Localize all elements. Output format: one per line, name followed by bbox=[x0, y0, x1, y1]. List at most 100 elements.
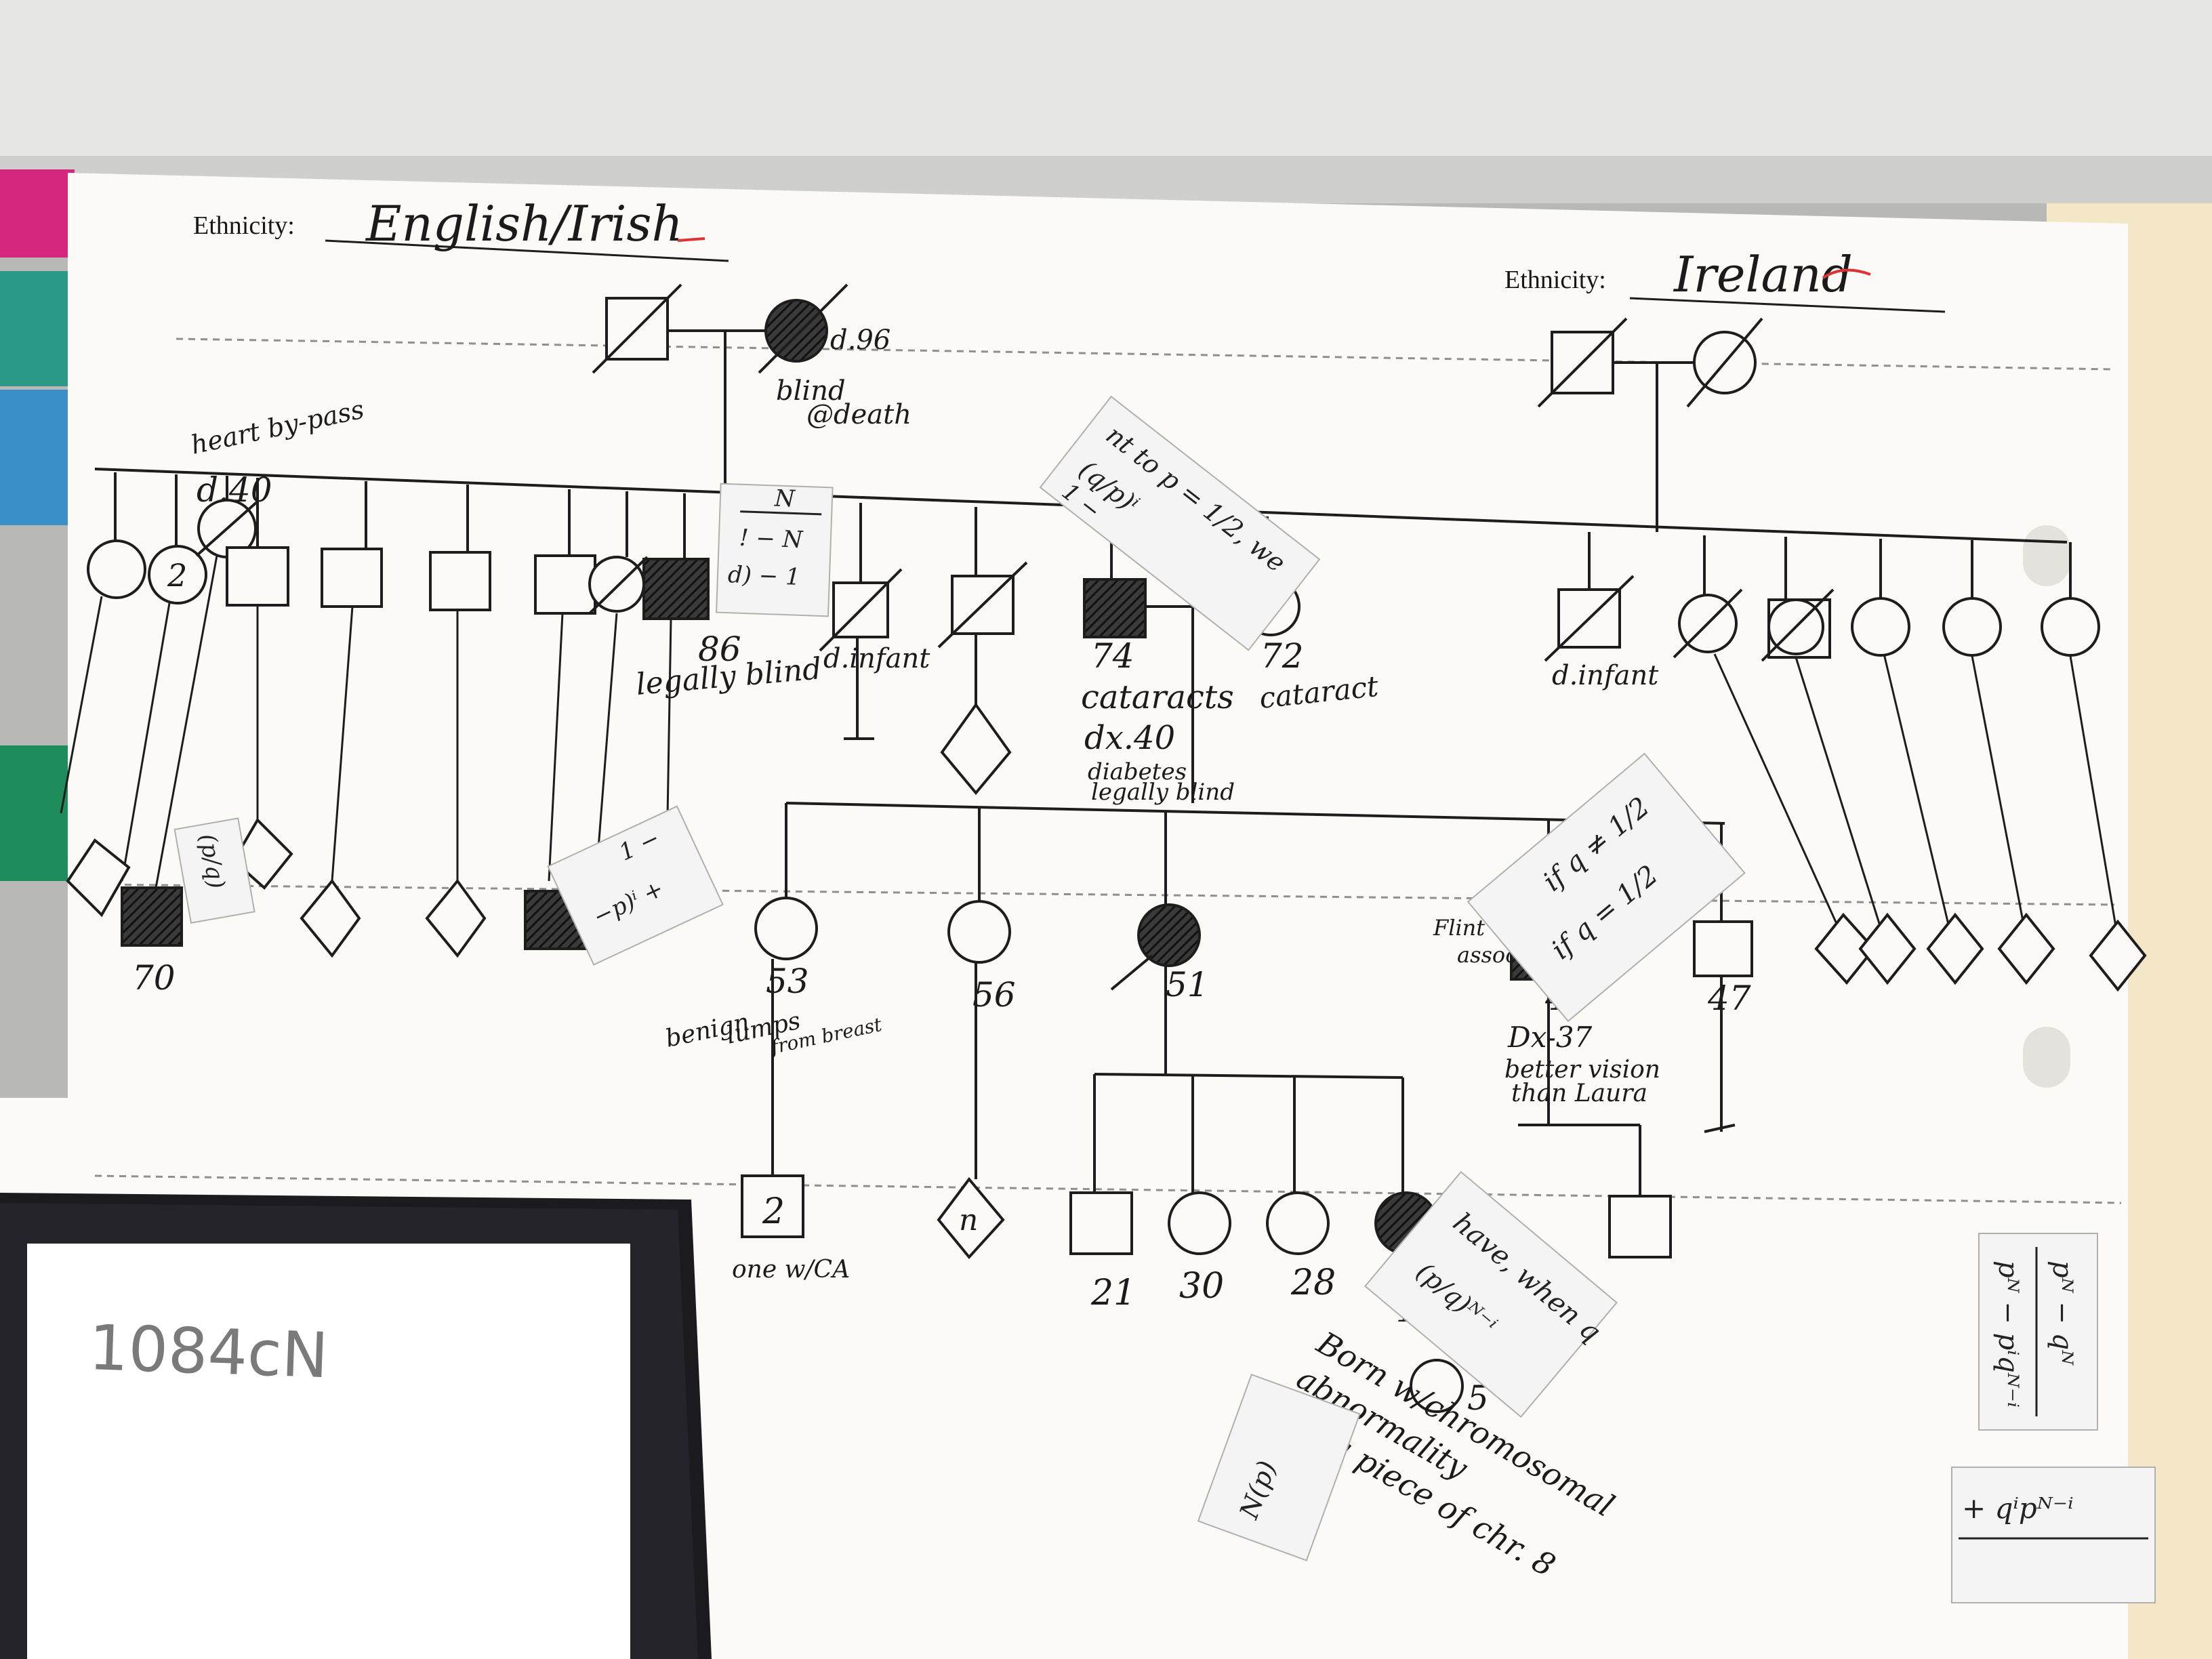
svg-text:+ qⁱpᴺ⁻ⁱ: + qⁱpᴺ⁻ⁱ bbox=[1962, 1492, 2074, 1525]
sibling-square bbox=[534, 554, 596, 615]
age-28: 28 bbox=[1290, 1263, 1336, 1303]
generation-2-offspring-lines-left bbox=[60, 555, 672, 888]
proband-arrow bbox=[1110, 954, 1153, 991]
svg-text:pᴺ − pⁱqᴺ⁻ⁱ: pᴺ − pⁱqᴺ⁻ⁱ bbox=[1992, 1261, 2024, 1408]
ethnicity-value-left: English/Irish bbox=[365, 195, 683, 252]
offspring-diamond bbox=[1814, 912, 1876, 985]
note-one-with-ca: one w/CA bbox=[732, 1256, 850, 1284]
sibling-square bbox=[429, 551, 491, 611]
proband-affected-circle bbox=[1137, 903, 1201, 967]
red-check-mark bbox=[677, 237, 705, 242]
child-square bbox=[1069, 1191, 1133, 1255]
child-square bbox=[1608, 1195, 1672, 1258]
offspring-diamond-n bbox=[937, 1176, 1005, 1260]
sibling-square bbox=[1693, 920, 1753, 977]
teal-tab bbox=[0, 271, 75, 386]
generation-2-middle-sibship: d.infant 74 cataracts dx.40 diabetes leg… bbox=[819, 503, 1380, 806]
age-74: 74 bbox=[1091, 636, 1134, 676]
grandchild-circle bbox=[1410, 1359, 1464, 1413]
sibling-circle bbox=[2041, 597, 2100, 657]
formula-scrap-6: have, when q (p/q)ᴺ⁻ⁱ bbox=[1364, 1170, 1618, 1418]
green-tab bbox=[0, 745, 75, 881]
note-at-death: @death bbox=[806, 399, 912, 430]
sibling-circle bbox=[754, 897, 818, 960]
red-check-mark bbox=[1822, 268, 1871, 279]
offspring-diamond bbox=[300, 878, 361, 958]
age-21: 21 bbox=[1090, 1273, 1136, 1313]
blue-tab bbox=[0, 390, 75, 525]
spouse-circle-deceased bbox=[588, 556, 645, 613]
formula-scrap-3: (p/q) bbox=[173, 817, 255, 924]
generation-2-offspring-lines-right bbox=[1713, 653, 2147, 992]
diamond-n: n bbox=[959, 1203, 978, 1237]
child-square bbox=[741, 1174, 804, 1238]
offspring-diamond bbox=[2089, 919, 2147, 992]
age-70: 70 bbox=[132, 958, 176, 998]
black-binder: 1084cN bbox=[0, 1193, 712, 1659]
offspring-diamond bbox=[1926, 912, 1984, 985]
offspring-diamond bbox=[940, 702, 1012, 796]
affected-square bbox=[121, 886, 183, 947]
ethnicity-right: Ethnicity: Ireland bbox=[1504, 246, 1946, 313]
ethnicity-label: Ethnicity: bbox=[193, 211, 295, 240]
top-folded-sheet bbox=[0, 0, 2212, 156]
binder-hole bbox=[2023, 1027, 2070, 1088]
offspring-diamond bbox=[1997, 912, 2055, 985]
generation-divider-lines bbox=[87, 337, 2122, 1204]
note-blind: blind bbox=[776, 375, 846, 407]
sibling-circle bbox=[1851, 597, 1910, 657]
ethnicity-label: Ethnicity: bbox=[1504, 266, 1606, 294]
sibling-circle-count bbox=[148, 545, 207, 605]
generation-2-right-sibship: d.infant bbox=[1544, 532, 2100, 691]
binder-hole bbox=[2023, 525, 2070, 586]
sibling-square bbox=[321, 548, 383, 608]
svg-text:N: N bbox=[773, 485, 796, 512]
svg-text:d) − 1: d) − 1 bbox=[727, 561, 800, 591]
note-better-vision: better vision bbox=[1504, 1056, 1660, 1084]
offspring-diamond bbox=[1858, 912, 1917, 985]
note-cataracts: cataracts bbox=[1081, 678, 1234, 716]
child-circle bbox=[1168, 1191, 1231, 1255]
note-flint: Flint bbox=[1433, 915, 1485, 941]
grandmother-affected-circle bbox=[764, 299, 828, 363]
svg-text:pᴺ − qᴺ: pᴺ − qᴺ bbox=[2047, 1261, 2078, 1366]
note-infant: d.infant bbox=[823, 643, 930, 674]
age-86: 86 bbox=[698, 630, 741, 669]
pink-tab bbox=[0, 169, 75, 258]
age-72: 72 bbox=[1261, 636, 1304, 676]
father-affected-square bbox=[1083, 578, 1147, 638]
offspring-diamond bbox=[425, 878, 487, 958]
note-than-laura: than Laura bbox=[1511, 1080, 1647, 1107]
sibling-circle bbox=[947, 900, 1011, 964]
formula-scrap-4: 1 − −p)ⁱ + bbox=[547, 805, 724, 966]
generation-1-left-couple: d.96 blind @death bbox=[592, 283, 912, 488]
svg-text:! − N: ! − N bbox=[739, 525, 804, 554]
note-legally-blind-2: legally blind bbox=[1091, 779, 1235, 806]
sibling-circle bbox=[1942, 597, 2002, 657]
binder-label-text: 1084cN bbox=[87, 1311, 329, 1392]
age-56: 56 bbox=[972, 975, 1016, 1015]
age-30: 30 bbox=[1179, 1266, 1224, 1307]
note-infant-2: d.infant bbox=[1552, 660, 1659, 691]
sibling-square bbox=[226, 546, 289, 607]
ethnicity-left: Ethnicity: English/Irish bbox=[193, 195, 729, 262]
sibling-circle bbox=[87, 539, 146, 599]
formula-scrap-5: if q ≠ 1/2 if q = 1/2 bbox=[1467, 752, 1746, 1023]
count-2: 2 bbox=[167, 557, 187, 594]
note-diabetes: diabetes bbox=[1088, 758, 1187, 785]
formula-scrap-1: N ! − N d) − 1 bbox=[716, 483, 834, 617]
legally-blind-square bbox=[642, 558, 710, 620]
formula-scrap-8: pᴺ − qᴺ pᴺ − pⁱqᴺ⁻ⁱ bbox=[1978, 1233, 2098, 1431]
generation-1-right-couple bbox=[1537, 317, 1763, 532]
child-circle bbox=[1266, 1191, 1330, 1255]
binder-label-card bbox=[27, 1244, 630, 1659]
note-dx40: dx.40 bbox=[1084, 719, 1175, 757]
note-d40: d.40 bbox=[197, 470, 272, 510]
generation-3-left-diamonds: 70 bbox=[66, 817, 588, 998]
formula-scrap-9: + qⁱpᴺ⁻ⁱ bbox=[1951, 1467, 2156, 1603]
note-d96: d.96 bbox=[830, 325, 890, 356]
age-47: 47 bbox=[1707, 979, 1751, 1018]
ethnicity-value-right: Ireland bbox=[1673, 246, 1853, 303]
count-2b: 2 bbox=[762, 1191, 785, 1232]
